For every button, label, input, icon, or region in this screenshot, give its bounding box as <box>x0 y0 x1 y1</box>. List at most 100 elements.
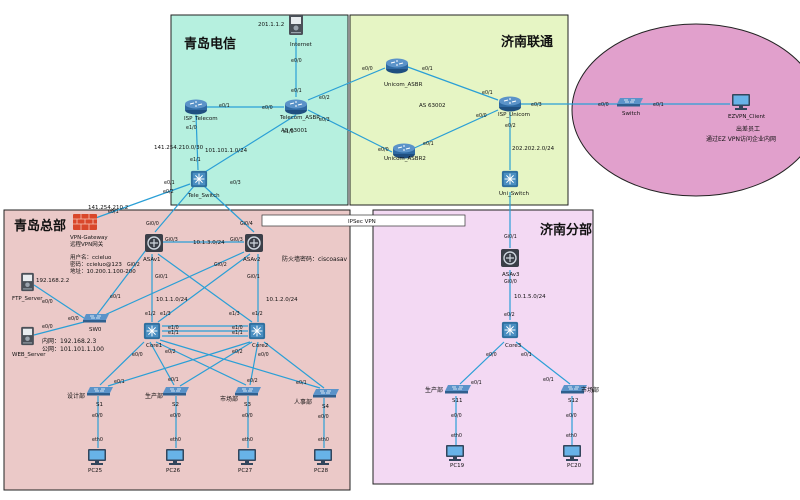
web-private-note: 内网：192.168.2.3 <box>42 337 96 345</box>
link-unicom-asbr-isp-unicom <box>404 65 499 101</box>
asav1-firewall-icon[interactable] <box>144 233 164 253</box>
port-label: e0/3 <box>319 117 330 123</box>
web-server-icon[interactable] <box>21 326 34 346</box>
ftp-server-label: FTP_Server <box>12 296 43 302</box>
s11-switch-icon[interactable] <box>444 384 472 394</box>
tele-switch-icon[interactable] <box>190 170 208 188</box>
pc19-label: PC19 <box>450 463 465 469</box>
isp-unicom-router-icon[interactable] <box>498 96 522 112</box>
isp-telecom-router-icon[interactable] <box>184 99 208 115</box>
internet-ip-label: 201.1.1.2 <box>258 22 284 28</box>
s1-switch-icon[interactable] <box>86 386 114 396</box>
port-label: e0/0 <box>170 413 181 419</box>
s4-switch-icon[interactable] <box>312 388 340 398</box>
port-label: e1/1 <box>190 157 201 163</box>
ipsec-banner-label: IPSec VPN <box>348 219 376 225</box>
core3-switch-icon[interactable] <box>501 321 519 339</box>
as-unicom-label: AS 63002 <box>419 103 446 109</box>
zone-title-jinan-unicom: 济南联通 <box>501 34 553 50</box>
pc28-label: PC28 <box>314 468 329 474</box>
port-label: e0/1 <box>422 66 433 72</box>
port-label: e1/3 <box>229 311 240 317</box>
asav2-firewall-icon[interactable] <box>244 233 264 253</box>
core3-label: Core3 <box>505 343 522 349</box>
web-server-label: WEB_Server <box>12 352 46 358</box>
unicom-asbr-router-icon[interactable] <box>385 58 409 74</box>
asav3-label: ASAv3 <box>502 272 520 278</box>
s4-label: S4 <box>322 404 329 410</box>
port-label: eth0 <box>242 437 253 443</box>
telecom-asbr-router-icon[interactable] <box>284 99 308 115</box>
sw0-switch-icon[interactable] <box>82 313 110 323</box>
s2-switch-icon[interactable] <box>162 386 190 396</box>
vpn-gateway-firewall-icon[interactable] <box>73 214 97 230</box>
as-telecom-label: AS 63001 <box>281 128 308 134</box>
sw0-label: SW0 <box>89 327 102 333</box>
uni-switch-icon[interactable] <box>501 170 519 188</box>
port-label: e0/0 <box>451 413 462 419</box>
asav2-core2-subnet: 10.1.2.0/24 <box>266 297 298 303</box>
port-label: e0/1 <box>291 88 302 94</box>
port-label: e0/1 <box>296 380 307 386</box>
zone-title-qingdao-hq: 青岛总部 <box>14 218 66 234</box>
port-label: e0/0 <box>42 299 53 305</box>
port-label: e0/0 <box>598 102 609 108</box>
port-label: e0/0 <box>318 414 329 420</box>
ftp-server-icon[interactable] <box>21 272 34 292</box>
link-tele-switch-vpn-gateway <box>89 183 191 221</box>
remote-switch-label: Switch <box>622 111 641 117</box>
asav1-core1-subnet: 10.1.1.0/24 <box>156 297 188 303</box>
dept-hr-label: 人事部 <box>294 398 312 406</box>
link-isp-telecom-tele-switch <box>195 114 199 171</box>
vpn-address-note: 地址：10.200.1.100-200 <box>70 267 136 275</box>
web-public-note: 公网：101.101.1.100 <box>42 346 104 353</box>
port-label: e0/2 <box>319 95 330 101</box>
link-tele-switch-asav1 <box>154 185 195 233</box>
s3-switch-icon[interactable] <box>234 386 262 396</box>
dept-production-label: 生产部 <box>145 392 163 400</box>
core2-switch-icon[interactable] <box>248 322 266 340</box>
dept-branch-production-label: 生产部 <box>425 386 443 394</box>
port-label: e0/1 <box>164 180 175 186</box>
link-core2-s1 <box>107 341 251 387</box>
port-label: e1/2 <box>145 311 156 317</box>
link-web-sw0 <box>33 321 85 336</box>
asav3-firewall-icon[interactable] <box>500 248 520 268</box>
unicom-lan-subnet: 202.202.2.0/24 <box>512 146 555 152</box>
port-label: eth0 <box>170 437 181 443</box>
zone-jinan-branch <box>372 209 594 485</box>
port-label: Gi0/1 <box>155 274 168 280</box>
vpn-gateway-title-note: 远程VPN网关 <box>70 240 104 248</box>
ezvpn-client-label: EZVPN_Client <box>728 114 766 120</box>
zone-remote-user <box>571 23 800 197</box>
port-label: e0/0 <box>258 352 269 358</box>
port-label: e0/1 <box>521 352 532 358</box>
core1-switch-icon[interactable] <box>143 322 161 340</box>
port-label: Gi0/0 <box>146 221 159 227</box>
remote-switch-icon[interactable] <box>616 97 644 107</box>
internet-server-icon[interactable] <box>289 15 303 35</box>
ipsec-banner-box <box>261 214 466 227</box>
port-labels-group: e0/0 e0/1 e0/1 e0/0 e0/2 e0/3 e1/0 e1/0 … <box>42 58 664 443</box>
port-label: Gi0/2 <box>127 262 140 268</box>
link-telecom-asbr-unicom-asbr <box>307 67 386 101</box>
branch-lan-subnet: 10.1.5.0/24 <box>514 294 546 300</box>
pc25-label: PC25 <box>88 468 103 474</box>
port-label: eth0 <box>318 437 329 443</box>
port-label: e0/1 <box>114 379 125 385</box>
port-label: Gi0/3 <box>165 237 178 243</box>
asav2-label: ASAv2 <box>243 257 261 263</box>
port-label: e0/0 <box>566 413 577 419</box>
unicom-asbr2-label: Unicom_ASBR2 <box>384 156 426 162</box>
isp-telecom-label: ISP_Telecom <box>184 116 218 122</box>
link-core2-s4 <box>263 341 325 389</box>
port-label: e0/1 <box>653 102 664 108</box>
port-label: e0/2 <box>505 123 516 129</box>
tele-switch-label: Tele_Switch <box>187 193 220 199</box>
port-label: e0/2 <box>165 349 176 355</box>
port-label: e0/1 <box>482 90 493 96</box>
port-label: e0/0 <box>486 352 497 358</box>
link-core2-s2 <box>179 341 253 387</box>
tele-asbr-lan-subnet: 101.101.1.0/24 <box>205 148 248 154</box>
port-label: eth0 <box>451 433 462 439</box>
